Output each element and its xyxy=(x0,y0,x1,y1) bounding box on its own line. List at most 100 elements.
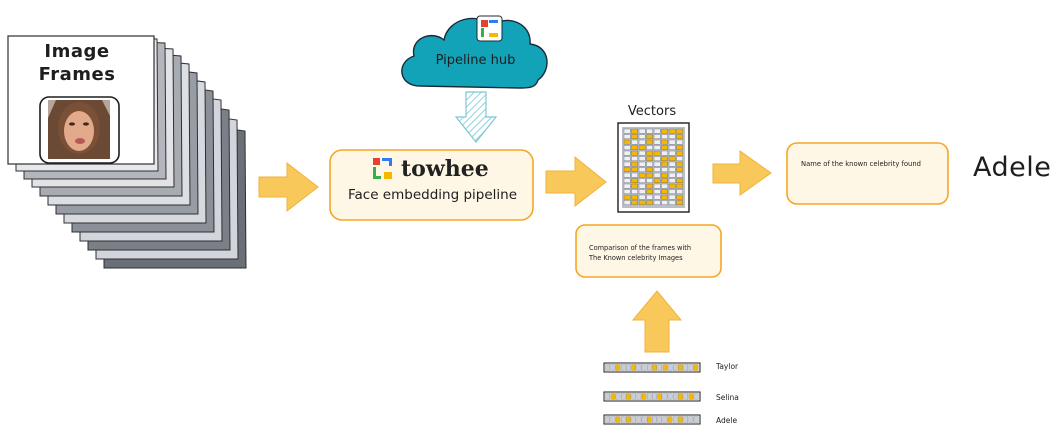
vector-cell xyxy=(661,189,668,195)
vector-cell xyxy=(668,145,676,151)
vector-cell xyxy=(631,139,638,145)
result-name: Adele xyxy=(973,152,1050,183)
celebrity-embeddings xyxy=(603,362,701,425)
embedding-cell xyxy=(646,364,652,371)
embedding-cell xyxy=(672,393,678,400)
embedding-cell xyxy=(626,364,631,371)
vector-cell xyxy=(653,200,661,206)
embedding-cell xyxy=(605,416,611,423)
embedding-cell xyxy=(662,416,668,423)
embedding-cell xyxy=(688,364,694,371)
vector-cell xyxy=(661,134,668,140)
vector-cell xyxy=(638,128,646,134)
up-arrow-icon xyxy=(631,290,683,353)
right-arrow-icon xyxy=(545,155,607,208)
vector-cell xyxy=(646,150,653,156)
vector-cell xyxy=(668,156,676,162)
embedding-cell xyxy=(641,416,647,423)
vector-cell xyxy=(676,194,683,200)
embedding-cell xyxy=(631,416,637,423)
embedding-cell xyxy=(646,416,652,423)
vector-cell xyxy=(646,139,653,145)
vector-cell xyxy=(631,161,638,167)
vector-cell xyxy=(653,156,661,162)
comparison-box xyxy=(575,224,722,278)
vector-cell xyxy=(676,145,683,151)
vector-cell xyxy=(653,194,661,200)
vector-cell xyxy=(653,139,661,145)
down-arrow-icon xyxy=(454,91,498,143)
embedding-bar-selina xyxy=(603,391,701,402)
frames-title-line1: Image xyxy=(44,41,110,62)
vector-cell xyxy=(631,145,638,151)
vector-cell xyxy=(653,145,661,151)
embedding-cell xyxy=(631,364,637,371)
vector-cell xyxy=(676,172,683,178)
vector-cell xyxy=(638,156,646,162)
embedding-cell xyxy=(605,393,611,400)
embedding-cell xyxy=(610,416,616,423)
vector-cell xyxy=(638,183,646,189)
celebrity-label-selina: Selina xyxy=(716,393,739,402)
vector-cell xyxy=(653,189,661,195)
vector-cell xyxy=(646,161,653,167)
vectors-grid xyxy=(617,122,690,213)
vector-cell xyxy=(646,194,653,200)
vector-cell xyxy=(646,183,653,189)
towhee-logo-icon xyxy=(373,158,392,179)
vector-cell xyxy=(653,172,661,178)
pipeline-box xyxy=(329,149,534,221)
vector-cell xyxy=(623,145,631,151)
hub-towhee-logo-icon xyxy=(476,15,503,42)
result-box xyxy=(786,142,949,205)
vector-cell xyxy=(668,161,676,167)
vector-cell xyxy=(631,183,638,189)
vector-cell xyxy=(653,183,661,189)
vector-cell xyxy=(623,139,631,145)
vector-cell xyxy=(631,172,638,178)
vector-cell xyxy=(638,134,646,140)
vector-cell xyxy=(638,161,646,167)
vector-cell xyxy=(623,178,631,184)
vector-cell xyxy=(661,128,668,134)
vectors-title: Vectors xyxy=(627,104,677,119)
embedding-cell xyxy=(657,393,663,400)
vector-cell xyxy=(623,156,631,162)
vector-cell xyxy=(653,178,661,184)
embedding-cell xyxy=(636,364,642,371)
embedding-cell xyxy=(626,393,631,400)
vector-cell xyxy=(623,128,631,134)
vector-cell xyxy=(653,167,661,173)
embedding-cell xyxy=(678,393,683,400)
vector-cell xyxy=(623,189,631,195)
embedding-bar-adele xyxy=(603,414,701,425)
embedding-cell xyxy=(688,393,694,400)
vector-cell xyxy=(668,134,676,140)
embedding-cell xyxy=(683,416,689,423)
embedding-cell xyxy=(693,364,699,371)
vector-cell xyxy=(661,161,668,167)
embedding-cell xyxy=(657,416,663,423)
vector-cell xyxy=(661,194,668,200)
embedding-cell xyxy=(693,416,699,423)
embedding-cell xyxy=(636,393,642,400)
vector-cell xyxy=(631,150,638,156)
vector-cell xyxy=(623,161,631,167)
vector-cell xyxy=(646,128,653,134)
vector-cell xyxy=(631,128,638,134)
vector-cell xyxy=(623,150,631,156)
comparison-text: Comparison of the frames with The Known … xyxy=(589,243,691,263)
vector-cell xyxy=(676,161,683,167)
celebrity-label-adele: Adele xyxy=(716,416,738,425)
vector-cell xyxy=(631,189,638,195)
vector-cell xyxy=(623,134,631,140)
right-arrow-icon xyxy=(258,161,319,213)
vector-cell xyxy=(638,139,646,145)
vector-cell xyxy=(623,200,631,206)
embedding-cell xyxy=(667,416,673,423)
embedding-cell xyxy=(683,364,689,371)
result-box-text: Name of the known celebrity found xyxy=(801,160,921,168)
vector-cell xyxy=(631,200,638,206)
embedding-cell xyxy=(672,364,678,371)
